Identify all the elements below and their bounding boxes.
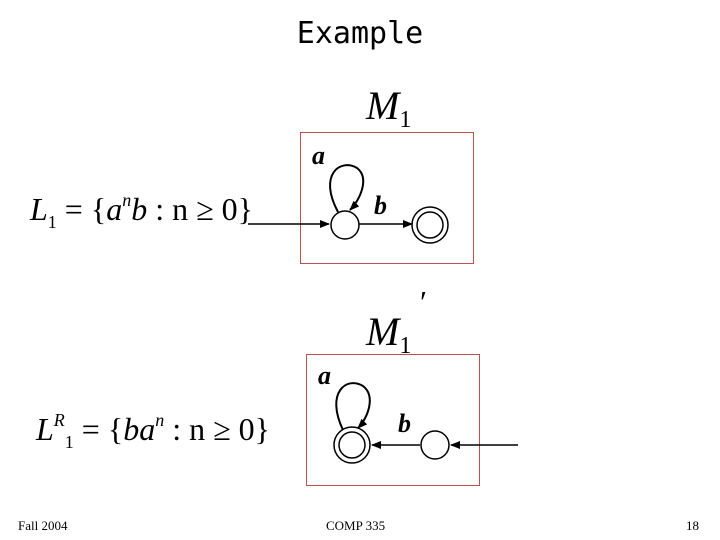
automaton-box-m1: [300, 132, 474, 264]
lang-a: a: [106, 191, 123, 227]
self-loop-a: [329, 164, 365, 213]
lang-open: = {: [56, 191, 107, 227]
lang-b: b: [123, 411, 140, 447]
edge-label-b: b: [398, 409, 411, 438]
language-l1: L1 = {anb : n ≥ 0}: [30, 190, 253, 233]
slide-title: Example: [296, 16, 424, 51]
machine-name: M: [366, 309, 400, 354]
lang-condition: : n ≥ 0}: [164, 411, 271, 447]
machine-subscript: 1: [399, 333, 412, 359]
lang-a: a: [139, 411, 156, 447]
footer-term: Fall 2004: [18, 518, 68, 533]
machine-name: M: [366, 83, 400, 128]
lang-exponent: n: [122, 190, 132, 210]
lang-condition: : n ≥ 0}: [147, 191, 254, 227]
state-final-inner: [416, 211, 444, 239]
loop-label-a: a: [312, 141, 325, 170]
state-initial: [420, 430, 450, 460]
lang-b: b: [131, 191, 148, 227]
automaton-m1: a b: [248, 141, 449, 244]
lang-symbol: L: [30, 191, 48, 227]
lang-subscript: 1: [47, 212, 57, 232]
machine-label-m1: M1: [366, 82, 411, 134]
prime-mark: ′: [420, 284, 427, 320]
machine-subscript: 1: [399, 107, 412, 133]
footer-course: COMP 335: [326, 518, 386, 533]
automaton-box-m1-prime: [306, 354, 480, 486]
lang-exponent: n: [155, 410, 165, 430]
machine-label-m1-prime: M1: [366, 308, 411, 360]
lang-open: = {: [73, 411, 124, 447]
language-l1-reverse: LR1 = {ban : n ≥ 0}: [36, 410, 270, 453]
state-final-inner: [338, 431, 366, 459]
state-initial: [330, 210, 360, 240]
lang-symbol: L: [36, 411, 54, 447]
footer-page-number: 18: [686, 518, 699, 533]
edge-label-b: b: [374, 191, 387, 220]
lang-subscript: 1: [64, 432, 74, 452]
automaton-m1-prime: a b: [318, 361, 518, 464]
loop-label-a: a: [318, 361, 331, 390]
lang-superscript: R: [53, 410, 65, 430]
self-loop-a: [335, 382, 371, 431]
